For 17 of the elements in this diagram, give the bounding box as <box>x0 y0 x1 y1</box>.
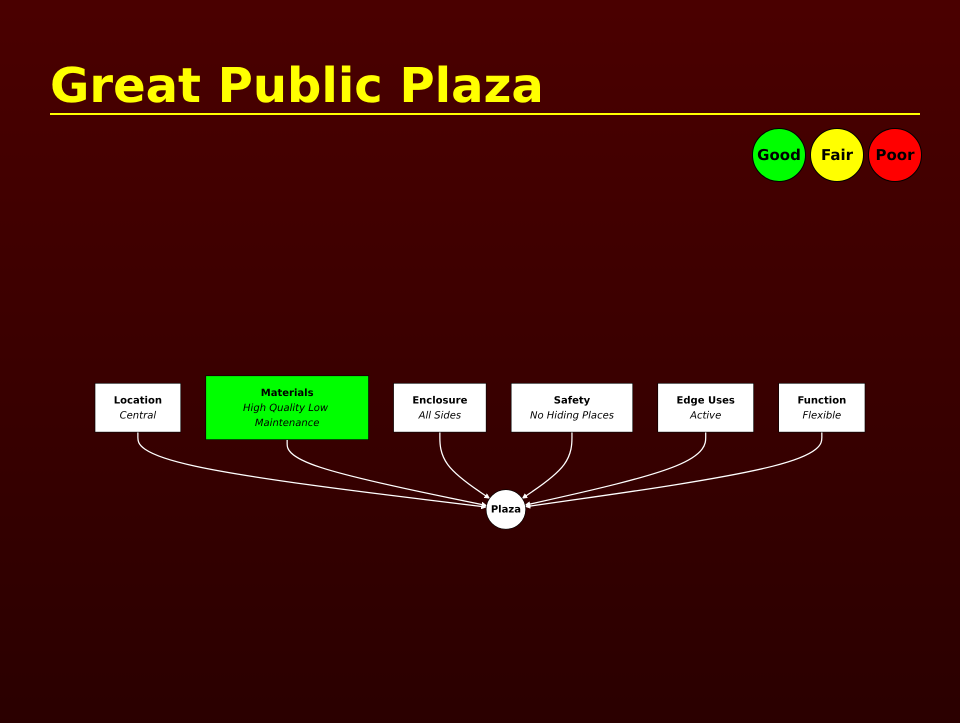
arrow <box>439 432 490 499</box>
arrow <box>524 432 706 507</box>
arrow <box>525 432 822 509</box>
legend-swatch: Fair <box>810 128 864 182</box>
legend-swatch: Poor <box>868 128 922 182</box>
node-box: Function Flexible <box>778 382 866 432</box>
node-box: Materials High Quality Low Maintenance <box>205 375 369 440</box>
arrow <box>522 432 573 499</box>
arrow <box>137 432 487 510</box>
legend-swatch: Good <box>752 128 806 182</box>
arrow <box>286 440 487 508</box>
node-box: Safety No Hiding Places <box>510 382 634 432</box>
title: Great Public Plaza <box>50 58 544 114</box>
node-circle: Plaza <box>486 489 526 530</box>
node-box: Location Central <box>94 382 182 432</box>
node-box: Edge Uses Active <box>657 382 754 432</box>
node-box: Enclosure All Sides <box>393 382 486 432</box>
